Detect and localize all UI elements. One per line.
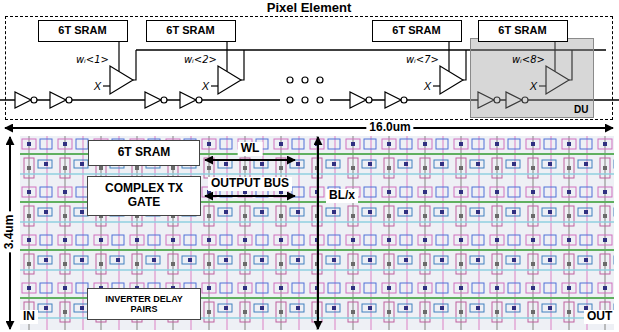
ellipsis-dot xyxy=(317,97,323,103)
enable-wire xyxy=(118,42,119,72)
ellipsis-dot xyxy=(287,77,293,83)
inverter-bubble xyxy=(161,97,167,103)
enable-signal-label: wᵢ<2> xyxy=(184,54,217,66)
block-label: COMPLEX TX GATE xyxy=(92,182,196,210)
dimension-label: 16.0um xyxy=(366,121,413,135)
inverter-symbol xyxy=(385,92,401,108)
enable-signal-label: wᵢ<8> xyxy=(512,54,545,66)
inverter-bubble xyxy=(196,97,202,103)
block-label: INVERTER DELAY PAIRS xyxy=(92,294,196,315)
inverter-symbol xyxy=(50,92,66,108)
delay-unit-region: DU xyxy=(470,38,594,118)
block-label: 6T SRAM xyxy=(392,24,440,37)
inverter-bubble xyxy=(31,97,37,103)
layout-tag: INVERTER DELAY PAIRS xyxy=(87,288,201,320)
block-label: DU xyxy=(574,104,588,116)
enable-wire xyxy=(226,42,227,72)
input-signal-label: X xyxy=(424,80,431,93)
input-wire xyxy=(211,85,218,86)
inverter-symbol xyxy=(180,92,196,108)
input-wire xyxy=(103,85,110,86)
block-label: 6T SRAM xyxy=(58,24,106,37)
frame-title: Pixel Element xyxy=(6,1,612,15)
signal-label: BL/x xyxy=(326,189,358,203)
tristate-buffer-symbol xyxy=(218,66,241,94)
sram-block: 6T SRAM xyxy=(38,20,128,42)
enable-signal-label: wᵢ<1> xyxy=(76,54,109,66)
layout-tag: 6T SRAM xyxy=(88,140,200,166)
block-label: 6T SRAM xyxy=(166,24,214,37)
inverter-symbol xyxy=(145,92,161,108)
enable-signal-label: wᵢ<7> xyxy=(406,54,439,66)
signal-arrow xyxy=(317,137,319,329)
dimension-label: 3.4um xyxy=(3,212,17,253)
output-wire xyxy=(463,50,466,80)
ellipsis-dot xyxy=(287,97,293,103)
ellipsis-dot xyxy=(302,77,308,83)
inverter-symbol xyxy=(15,92,31,108)
tristate-buffer-symbol xyxy=(110,66,133,94)
inverter-bubble xyxy=(366,97,372,103)
sram-block: 6T SRAM xyxy=(146,20,236,42)
pixel-element-frame: Pixel Element6T SRAM6T SRAM6T SRAM6T SRA… xyxy=(5,16,613,120)
layout-image xyxy=(20,136,614,330)
block-label: 6T SRAM xyxy=(118,146,171,160)
block-label: 6T SRAM xyxy=(498,24,546,37)
inverter-bubble xyxy=(66,97,72,103)
port-label: IN xyxy=(20,310,38,324)
signal-label: OUTPUT BUS xyxy=(208,177,292,191)
signal-arrow xyxy=(205,159,295,161)
delay-line-wire xyxy=(0,99,280,100)
input-signal-label: X xyxy=(530,80,537,93)
port-label: OUT xyxy=(584,310,615,324)
output-wire xyxy=(241,50,244,80)
output-wire xyxy=(133,50,136,80)
input-signal-label: X xyxy=(94,80,101,93)
inverter-symbol xyxy=(350,92,366,108)
signal-label: WL xyxy=(238,142,263,156)
sram-block: 6T SRAM xyxy=(372,20,462,42)
tristate-buffer-symbol xyxy=(440,66,463,94)
input-wire xyxy=(433,85,440,86)
sram-block: 6T SRAM xyxy=(478,20,568,42)
enable-wire xyxy=(448,42,449,72)
ellipsis-dot xyxy=(302,97,308,103)
inverter-bubble xyxy=(401,97,407,103)
ellipsis-dot xyxy=(317,77,323,83)
signal-arrow xyxy=(205,195,295,197)
dimension-arrow xyxy=(5,127,613,129)
input-signal-label: X xyxy=(202,80,209,93)
layout-tag: COMPLEX TX GATE xyxy=(87,176,201,216)
